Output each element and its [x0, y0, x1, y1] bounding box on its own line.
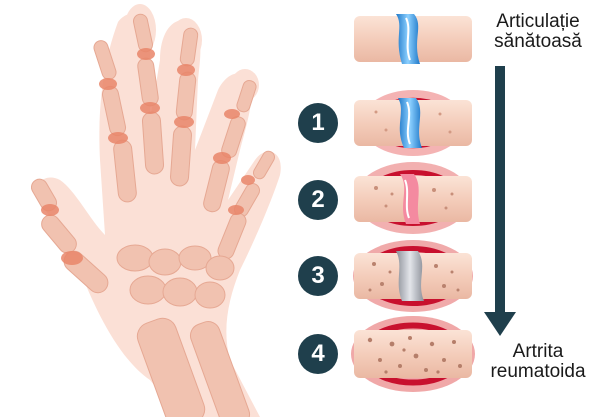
joint-stage-3: [353, 240, 473, 312]
progression-arrow: [484, 66, 516, 336]
healthy-joint-label: Articulație sănătoasă: [482, 12, 594, 52]
arthritis-label: Artrita reumatoida: [482, 342, 594, 382]
stage-badge-3: 3: [298, 256, 338, 296]
arthritis-label-line1: Artrita: [512, 341, 564, 362]
arthritis-label-line2: reumatoida: [490, 361, 586, 382]
stage-badge-1: 1: [298, 103, 338, 143]
joint-healthy: [354, 14, 472, 64]
healthy-label-line2: sănătoasă: [494, 31, 582, 52]
hand-illustration: [31, 4, 281, 417]
stage-badge-4: 4: [298, 334, 338, 374]
joint-stage-2: [354, 162, 472, 234]
healthy-label-line1: Articulație: [496, 11, 580, 32]
stage-badge-2: 2: [298, 180, 338, 220]
joint-stage-4: [351, 316, 475, 392]
joint-stage-1: [354, 90, 472, 156]
